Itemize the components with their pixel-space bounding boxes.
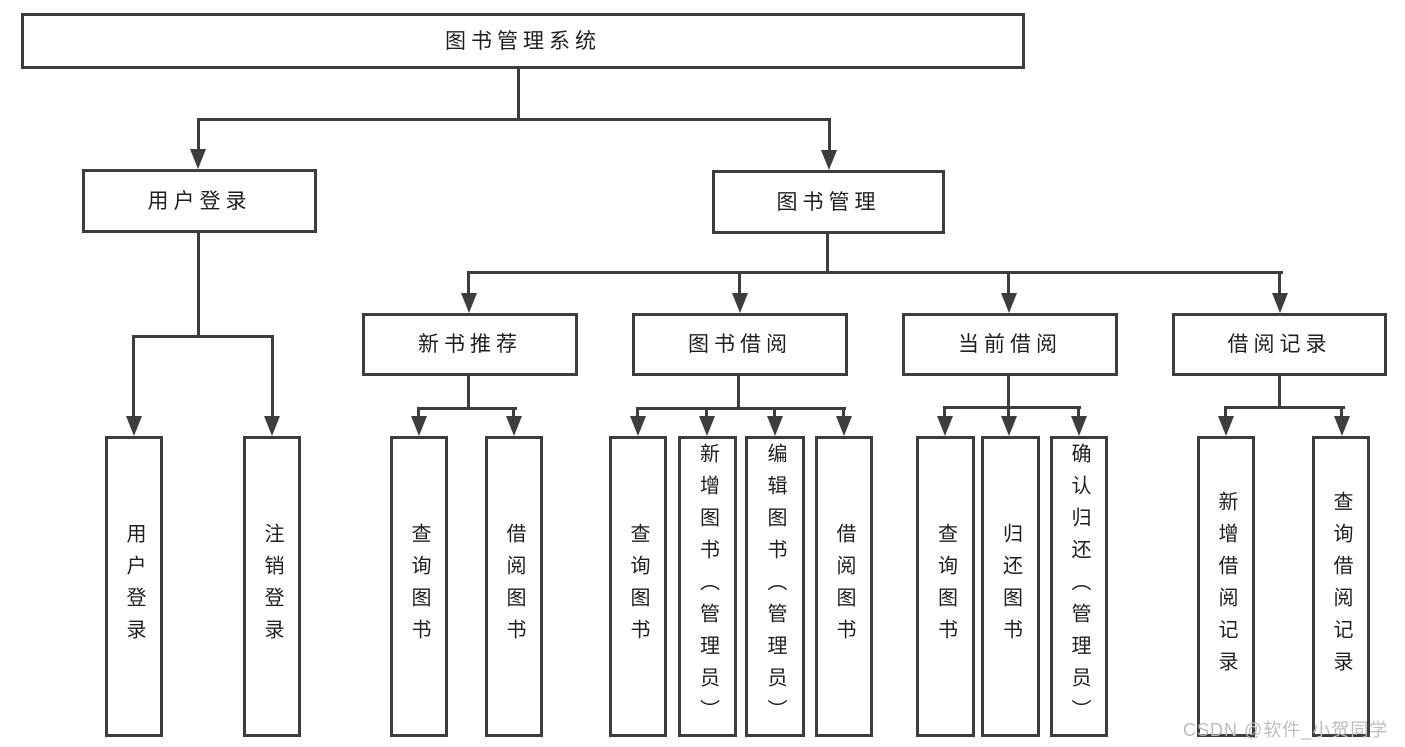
connector-line (738, 271, 741, 297)
connector-line (1077, 406, 1080, 419)
arrow-down-icon (630, 416, 646, 436)
connector-line (1007, 271, 1010, 297)
connector-line (1224, 406, 1345, 409)
arrow-down-icon (1001, 293, 1017, 313)
leaf-label: 确认归还（管理员） (1068, 442, 1090, 731)
leaf-borrow-books: 借阅图书 (815, 436, 873, 737)
arrow-down-icon (767, 416, 783, 436)
connector-line (636, 407, 846, 410)
leaf-confirm-return-admin: 确认归还（管理员） (1050, 436, 1108, 737)
arrow-down-icon (937, 416, 953, 436)
arrow-down-icon (461, 293, 477, 313)
connector-line (826, 234, 829, 274)
arrow-down-icon (836, 416, 852, 436)
node-user-login: 用户登录 (82, 169, 317, 233)
leaf-borrow-books-recommend: 借阅图书 (485, 436, 543, 737)
connector-line (943, 406, 946, 419)
arrow-down-icon (1334, 416, 1350, 436)
node-new-book-recommendation: 新书推荐 (362, 313, 578, 376)
connector-line (842, 407, 845, 419)
connector-line (197, 233, 200, 337)
connector-line (197, 118, 831, 121)
node-borrowing-records: 借阅记录 (1172, 313, 1387, 376)
connector-line (1007, 376, 1010, 409)
connector-line (1340, 406, 1343, 419)
connector-line (828, 118, 831, 152)
arrow-down-icon (699, 416, 715, 436)
leaf-label: 注销登录 (261, 522, 283, 651)
connector-line (467, 271, 470, 297)
leaf-label: 新增借阅记录 (1215, 490, 1237, 683)
arrow-down-icon (1071, 416, 1087, 436)
leaf-query-borrow-record: 查询借阅记录 (1312, 436, 1370, 737)
connector-line (737, 375, 740, 410)
leaf-label: 查询图书 (934, 522, 957, 651)
arrow-down-icon (1272, 293, 1288, 313)
leaf-label: 编辑图书（管理员） (764, 442, 786, 731)
arrow-down-icon (821, 150, 837, 170)
connector-line (132, 335, 274, 338)
connector-line (773, 407, 776, 419)
leaf-add-book-admin: 新增图书（管理员） (678, 436, 737, 737)
node-root-library-system: 图书管理系统 (21, 13, 1025, 69)
leaf-label: 借阅图书 (833, 522, 855, 651)
leaf-label: 归还图书 (999, 522, 1022, 651)
connector-line (1224, 406, 1227, 419)
leaf-query-books-borrowing: 查询图书 (609, 436, 667, 737)
arrow-down-icon (190, 149, 206, 169)
connector-line (512, 407, 515, 419)
connector-line (467, 376, 470, 410)
node-book-management: 图书管理 (712, 170, 945, 234)
connector-line (417, 407, 517, 410)
connector-line (517, 68, 520, 120)
connector-line (271, 335, 274, 418)
leaf-user-login: 用户登录 (105, 436, 163, 737)
leaf-query-books-recommend: 查询图书 (390, 436, 448, 737)
leaf-label: 新增图书（管理员） (696, 442, 719, 731)
arrow-down-icon (411, 416, 427, 436)
leaf-edit-book-admin: 编辑图书（管理员） (745, 436, 805, 737)
leaf-label: 查询借阅记录 (1330, 490, 1352, 683)
arrow-down-icon (126, 416, 142, 436)
leaf-add-borrow-record: 新增借阅记录 (1197, 436, 1255, 737)
connector-line (1278, 376, 1281, 409)
arrow-down-icon (1001, 416, 1017, 436)
leaf-label: 查询图书 (408, 522, 430, 651)
connector-line (636, 407, 639, 419)
connector-line (417, 407, 420, 419)
connector-line (943, 406, 1081, 409)
connector-line (132, 335, 135, 418)
leaf-return-books: 归还图书 (981, 436, 1040, 737)
connector-line (705, 407, 708, 419)
connector-line (1007, 406, 1010, 419)
arrow-down-icon (732, 293, 748, 313)
connector-line (1278, 271, 1281, 297)
csdn-watermark: CSDN @软件_小贺同学 (1183, 720, 1389, 740)
node-current-borrowing: 当前借阅 (902, 313, 1118, 376)
node-book-borrowing: 图书借阅 (632, 313, 848, 376)
arrow-down-icon (264, 416, 280, 436)
connector-line (197, 118, 200, 152)
leaf-logout: 注销登录 (243, 436, 301, 737)
connector-line (467, 271, 1283, 274)
leaf-label: 查询图书 (627, 522, 649, 651)
leaf-label: 用户登录 (123, 522, 145, 651)
arrow-down-icon (506, 416, 522, 436)
leaf-query-books-current: 查询图书 (916, 436, 975, 737)
arrow-down-icon (1218, 416, 1234, 436)
leaf-label: 借阅图书 (503, 522, 525, 651)
